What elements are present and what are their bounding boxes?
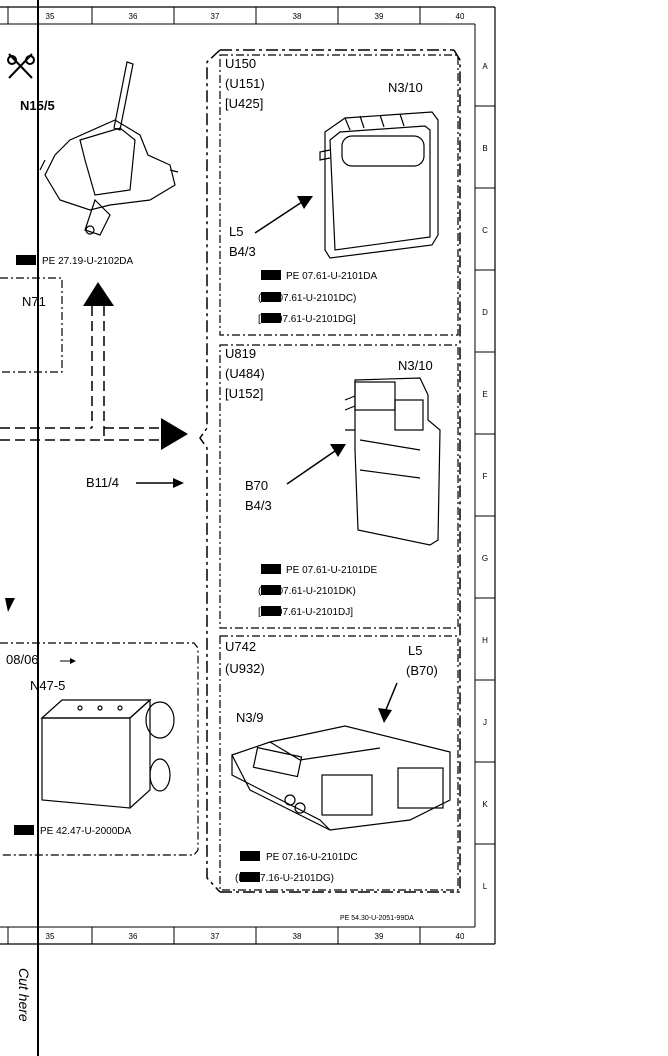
row-labels: A B C D E F G H J K L [482, 62, 488, 891]
book-icon [261, 292, 281, 302]
book-icon [261, 585, 281, 595]
panel1-id-2: [U425] [225, 96, 263, 111]
row-label-b: B [482, 144, 487, 153]
page-frame [0, 0, 496, 1056]
panel3-module: N3/9 [236, 710, 263, 725]
n71-label: N71 [22, 294, 46, 309]
row-label-c: C [482, 226, 488, 235]
row-label-e: E [482, 390, 487, 399]
panel3-ref-0: PE 07.16-U-2101DC [266, 852, 358, 863]
shift-lever-ref: PE 27.19-U-2102DA [42, 256, 133, 267]
panel2-module: N3/10 [398, 358, 433, 373]
book-icon [16, 255, 36, 265]
panel2-pointer-1: B4/3 [245, 498, 272, 513]
signal-connectors [0, 306, 162, 441]
right-arrow-icon [161, 418, 188, 450]
panel3-id-1: (U932) [225, 661, 265, 676]
col-label-37-bottom: 37 [211, 932, 220, 941]
panel-2: U819 (U484) [U152] N3/10 B70 B4/3 PE 07.… [225, 346, 441, 618]
col-label-39-bottom: 39 [375, 932, 384, 941]
shift-lever-drawing [39, 61, 179, 236]
panel1-arrow-icon [254, 196, 313, 234]
row-ticks [475, 105, 495, 845]
panel2-ref-1: (PE 07.61-U-2101DK) [258, 586, 356, 597]
panel-3: U742 (U932) L5 (B70) N3/9 PE 07.16-U-210… [225, 639, 451, 884]
column-labels-bottom: 35 36 37 38 39 40 [46, 932, 465, 941]
bracket-outline [199, 49, 461, 893]
col-label-36-bottom: 36 [129, 932, 138, 941]
col-label-39: 39 [375, 12, 384, 21]
panel1-pointer-1: B4/3 [229, 244, 256, 259]
panel2-id-1: (U484) [225, 366, 265, 381]
column-labels-top: 35 36 37 38 39 40 [46, 12, 465, 21]
book-icon [261, 270, 281, 280]
panel3-pointer-0: L5 [408, 643, 422, 658]
panel1-ref-1: (PE 07.61-U-2101DC) [258, 293, 356, 304]
book-icon [14, 825, 34, 835]
n71-dashed-box [0, 277, 63, 373]
cut-here-label: Cut here [16, 968, 32, 1022]
panel1-id-0: U150 [225, 56, 256, 71]
col-label-40: 40 [456, 12, 465, 21]
panel-dividers [219, 54, 459, 891]
abs-unit-label: N47-5 [30, 678, 65, 693]
panel1-id-1: (U151) [225, 76, 265, 91]
panel3-ref-1: (PE 07.16-U-2101DG) [235, 873, 334, 884]
panel2-pointer-0: B70 [245, 478, 268, 493]
panel2-id-0: U819 [225, 346, 256, 361]
book-icon [261, 564, 281, 574]
b11-arrow-icon [136, 478, 184, 488]
col-label-37: 37 [211, 12, 220, 21]
control-unit-n3-10-alt-drawing [344, 377, 441, 546]
book-icon [261, 606, 281, 616]
up-arrow-icon [83, 282, 114, 306]
footer-code: PE 54.30-U-2051-99DA [340, 915, 414, 922]
panel2-ref-0: PE 07.61-U-2101DE [286, 565, 377, 576]
row-label-a: A [482, 62, 488, 71]
col-label-35-bottom: 35 [46, 932, 55, 941]
row-label-l: L [483, 882, 488, 891]
panel2-id-2: [U152] [225, 386, 263, 401]
abs-ref: PE 42.47-U-2000DA [40, 826, 131, 837]
col-label-38: 38 [293, 12, 302, 21]
panel2-ref-2: [PE 07.61-U-2101DJ] [258, 607, 353, 618]
panel-1: U150 (U151) [U425] N3/10 L5 B4/3 PE 07.6… [225, 56, 439, 325]
panel1-module: N3/10 [388, 80, 423, 95]
panel3-id-0: U742 [225, 639, 256, 654]
panel2-arrow-icon [286, 444, 346, 485]
row-label-k: K [482, 800, 488, 809]
col-label-40-bottom: 40 [456, 932, 465, 941]
abs-box [0, 642, 199, 856]
panel3-pointer-1: (B70) [406, 663, 438, 678]
control-unit-n3-9-drawing [231, 725, 451, 831]
col-label-35: 35 [46, 12, 55, 21]
row-label-f: F [483, 472, 488, 481]
book-icon [240, 872, 260, 882]
col-label-36: 36 [129, 12, 138, 21]
abs-small-arrow-icon [60, 658, 76, 664]
control-unit-n3-10-drawing [319, 111, 439, 259]
row-label-g: G [482, 554, 488, 563]
book-icon [261, 313, 281, 323]
small-marker-icon [5, 598, 15, 612]
abs-unit-drawing [40, 698, 175, 809]
shift-lever-label: N15/5 [20, 98, 55, 113]
column-ticks [7, 7, 421, 944]
col-label-38-bottom: 38 [293, 932, 302, 941]
scissors-icon [7, 53, 35, 79]
row-label-j: J [483, 718, 487, 727]
abs-code-label: 08/06 [6, 652, 39, 667]
row-label-d: D [482, 308, 488, 317]
panel3-arrow-icon [378, 682, 398, 723]
panel1-ref-2: [PE 07.61-U-2101DG] [258, 314, 356, 325]
row-label-h: H [482, 636, 488, 645]
b11-label: B11/4 [86, 475, 119, 490]
panel1-ref-0: PE 07.61-U-2101DA [286, 271, 377, 282]
book-icon [240, 851, 260, 861]
panel1-pointer-0: L5 [229, 224, 243, 239]
